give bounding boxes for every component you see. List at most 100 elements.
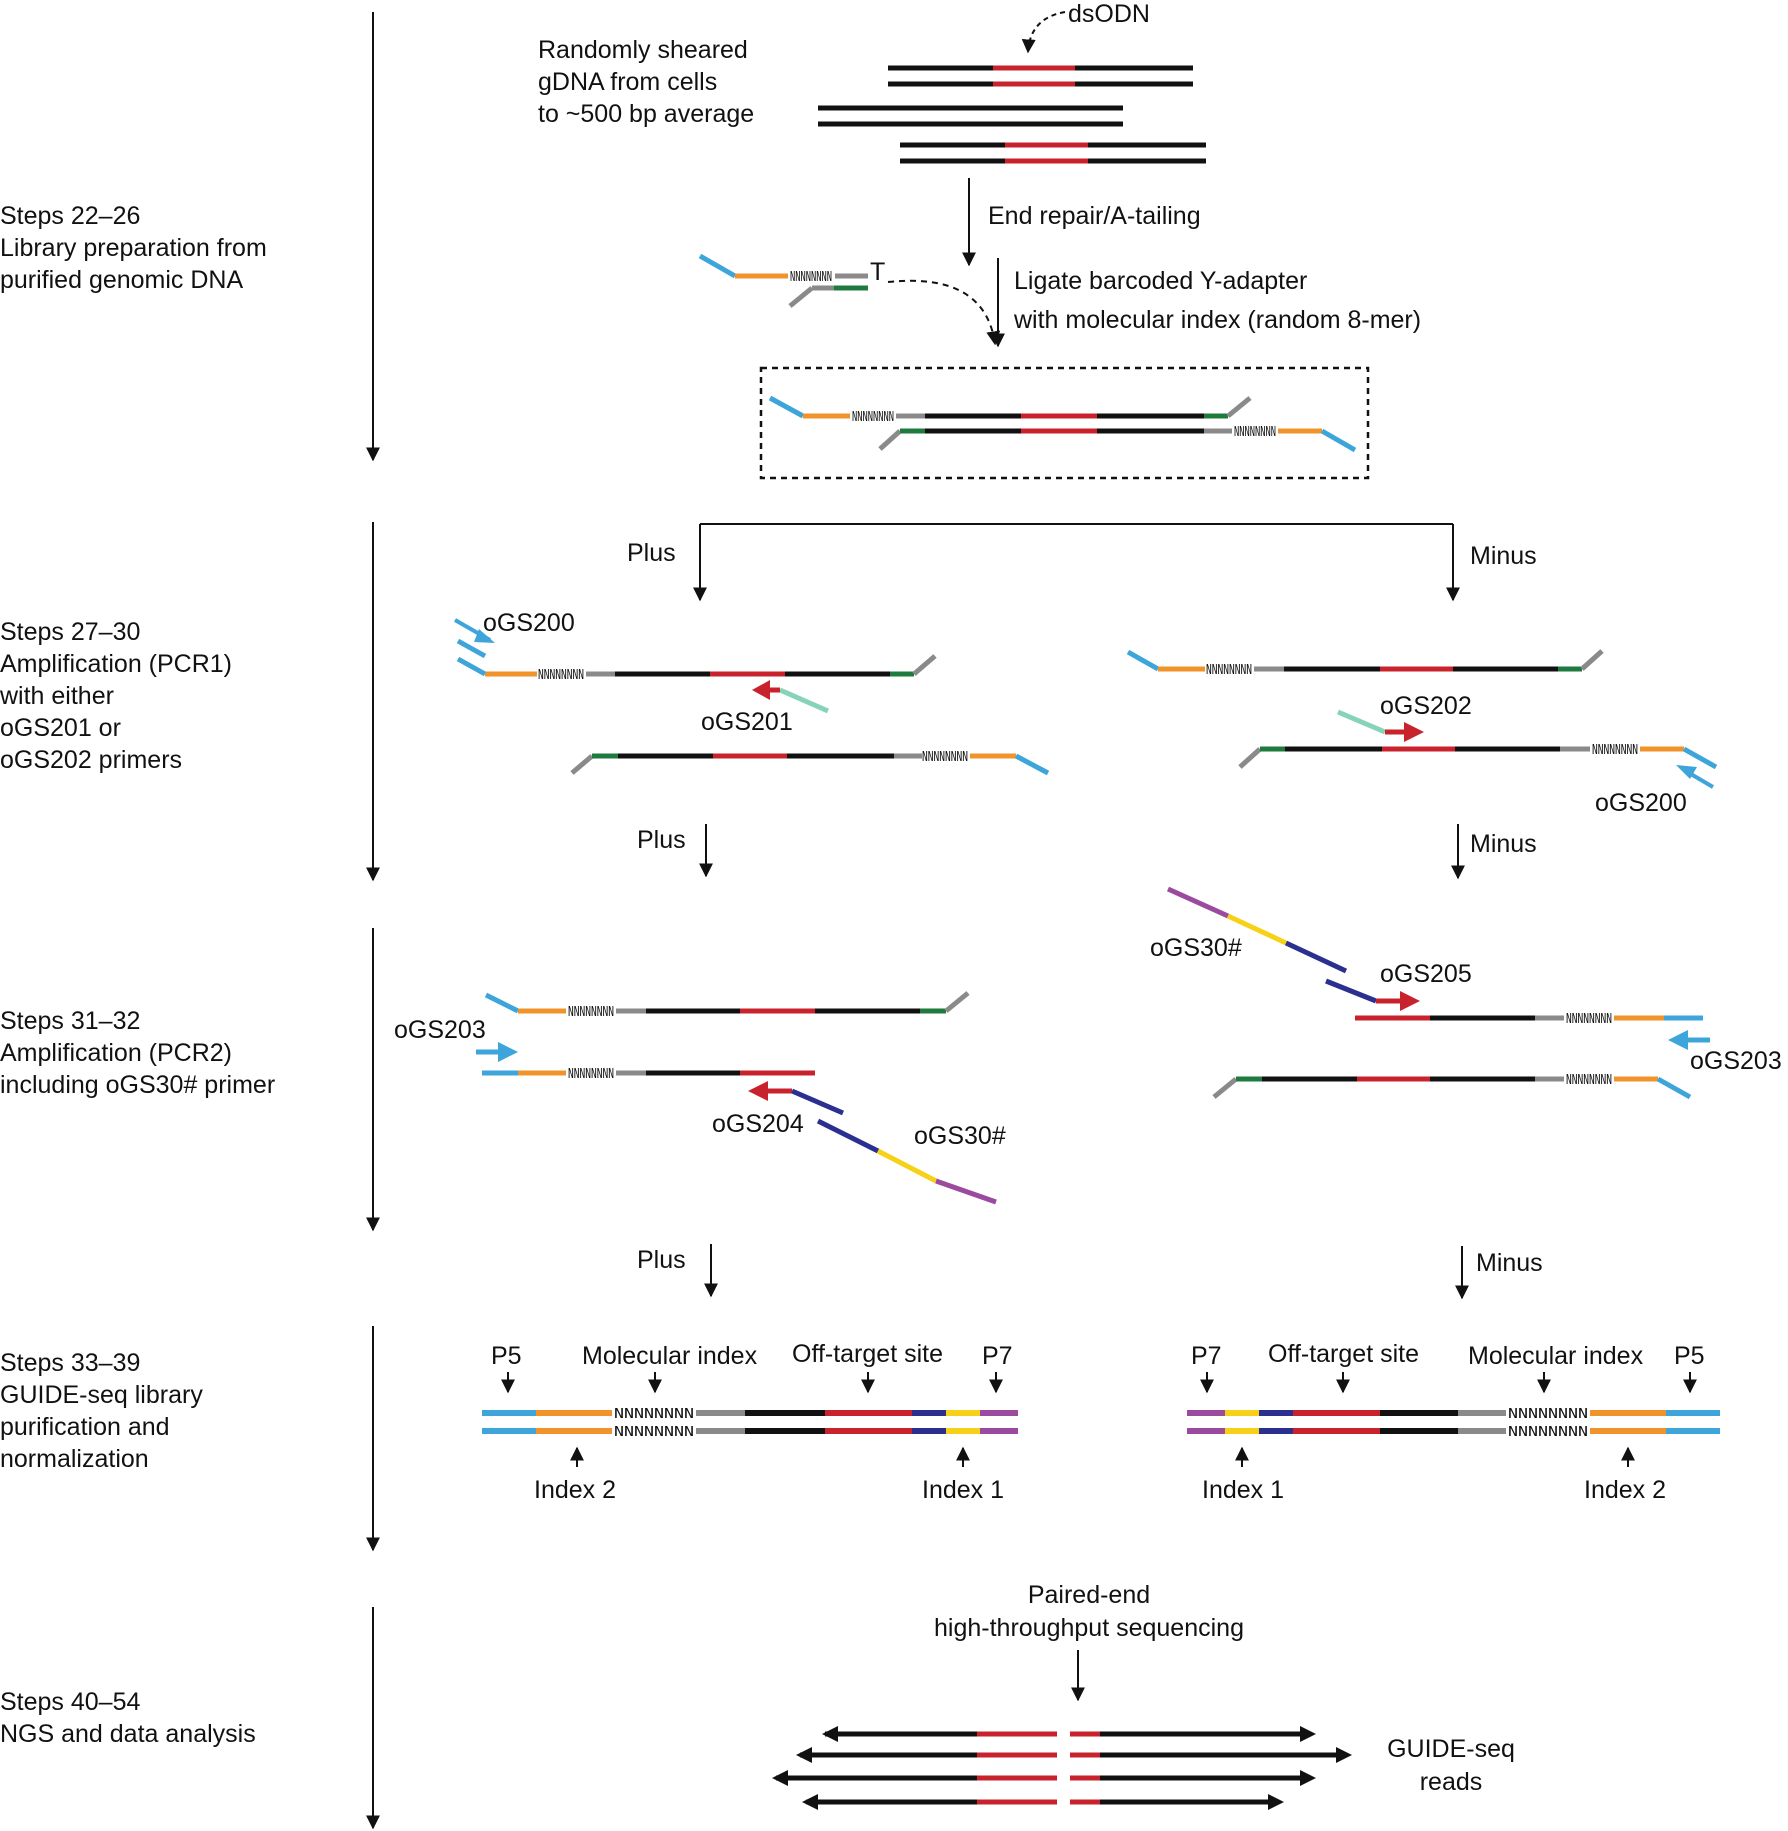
end-repair-label: End repair/A-tailing <box>988 202 1201 230</box>
step-1-desc-line-2: purified genomic DNA <box>0 266 243 294</box>
oGS203-label-plus: oGS203 <box>394 1016 486 1044</box>
step-3-desc-line-1: Amplification (PCR2) <box>0 1039 232 1067</box>
step-4-desc-line-1: GUIDE-seq library <box>0 1381 203 1409</box>
library-plus-index1-label: Index 1 <box>922 1476 1004 1504</box>
library-minus: P7 Off-target site Molecular index P5 NN… <box>1187 1340 1720 1504</box>
library-minus-index1-label: Index 1 <box>1202 1476 1284 1504</box>
adapter-umi: NNNNNNNN <box>790 270 832 285</box>
step-3-title: Steps 31–32 <box>0 1007 140 1035</box>
oGS30-minus-purple <box>1166 886 1230 919</box>
step-3-desc-line-2: including oGS30# primer <box>0 1071 275 1099</box>
library-plus-index2-label: Index 2 <box>534 1476 616 1504</box>
ligation-dashed-arrow <box>887 279 1001 346</box>
paired-end-reads <box>772 1726 1352 1810</box>
ligate-label-line-1: Ligate barcoded Y-adapter <box>1014 267 1307 295</box>
step-5-desc-line-1: NGS and data analysis <box>0 1720 256 1748</box>
library-minus-umi-bottom: NNNNNNNN <box>1508 1425 1588 1440</box>
library-plus-strand-top: NNNNNNNN <box>482 1407 1018 1422</box>
sheared-gdna-fragments <box>818 65 1206 164</box>
read-pair-2 <box>796 1747 1352 1763</box>
pcr1-plus: oGS200 NNNNNNNN oGS201 NNNNNNNN <box>454 609 1050 776</box>
split-minus-label: Minus <box>1470 542 1537 570</box>
library-plus-strand-bottom: NNNNNNNN <box>482 1425 1018 1440</box>
oGS201-tail <box>778 687 830 714</box>
oGS204-tail <box>791 1088 844 1116</box>
library-minus-off-target-label: Off-target site <box>1268 1340 1419 1368</box>
dsodn-label: dsODN <box>1068 0 1150 28</box>
t-overhang-label: T <box>870 258 885 286</box>
sheared-label-line-1: Randomly sheared <box>538 36 748 64</box>
oGS200-label-minus: oGS200 <box>1595 789 1687 817</box>
split-plus-label: Plus <box>627 539 676 567</box>
step-4-title: Steps 33–39 <box>0 1349 140 1377</box>
oGS30-minus-yellow <box>1226 913 1288 946</box>
library-plus-p7-label: P7 <box>982 1342 1013 1370</box>
library-minus-strand-top: NNNNNNNN <box>1187 1407 1720 1422</box>
library-plus-p5-label: P5 <box>491 1342 522 1370</box>
step-1-desc-line-1: Library preparation from <box>0 234 267 262</box>
library-minus-molecular-index-label: Molecular index <box>1468 1342 1644 1370</box>
plus-minus-split: Plus Minus <box>627 523 1537 602</box>
oGS30-minus-blue <box>1284 940 1348 974</box>
step-2-desc-line-4: oGS202 primers <box>0 746 182 774</box>
pcr2-minus-umi-top: NNNNNNNN <box>1566 1012 1612 1027</box>
pcr2-plus-umi-bottom: NNNNNNNN <box>568 1067 614 1082</box>
oGS205-tail <box>1325 978 1377 1004</box>
guide-seq-reads-label-line-2: reads <box>1420 1768 1483 1796</box>
oGS30-label-plus: oGS30# <box>914 1122 1006 1150</box>
read-pair-3 <box>772 1770 1316 1786</box>
pcr1-to-pcr2-arrows: Plus Minus <box>637 824 1537 880</box>
read-pair-1 <box>822 1726 1316 1742</box>
oGS30-plus-purple <box>935 1178 997 1205</box>
library-minus-index2-label: Index 2 <box>1584 1476 1666 1504</box>
step-5-title: Steps 40–54 <box>0 1688 140 1716</box>
oGS30-plus-yellow <box>876 1148 938 1184</box>
oGS30-label-minus: oGS30# <box>1150 934 1242 962</box>
oGS202-tail <box>1337 709 1386 735</box>
library-minus-label: Minus <box>1476 1249 1543 1277</box>
pcr2-minus-label: Minus <box>1470 830 1537 858</box>
prep-section: Randomly sheared gDNA from cells to ~500… <box>538 0 1421 480</box>
oGS202-label: oGS202 <box>1380 692 1472 720</box>
step-4-desc-line-3: normalization <box>0 1445 149 1473</box>
pcr2-plus-umi-top: NNNNNNNN <box>568 1005 614 1020</box>
pcr1-minus-umi-top: NNNNNNNN <box>1206 663 1252 678</box>
library-plus-off-target-label: Off-target site <box>792 1340 943 1368</box>
oGS205-label: oGS205 <box>1380 960 1472 988</box>
read-pair-4 <box>802 1794 1284 1810</box>
pcr1-plus-umi-top: NNNNNNNN <box>538 668 584 683</box>
ligated-umi-bottom: NNNNNNNN <box>1234 425 1276 440</box>
pcr1-plus-umi-bottom: NNNNNNNN <box>922 750 968 765</box>
library-plus: P5 Molecular index Off-target site P7 NN… <box>482 1340 1018 1504</box>
library-minus-strand-bottom: NNNNNNNN <box>1187 1425 1720 1440</box>
pcr1-minus-umi-bottom: NNNNNNNN <box>1592 743 1638 758</box>
pcr2-minus-umi-bottom: NNNNNNNN <box>1566 1073 1612 1088</box>
sequencing-section: Paired-end high-throughput sequencing <box>772 1581 1515 1810</box>
step-2-title: Steps 27–30 <box>0 618 140 646</box>
step-2-desc-line-3: oGS201 or <box>0 714 121 742</box>
oGS204-label: oGS204 <box>712 1110 804 1138</box>
ligated-product-box <box>759 366 1370 480</box>
library-minus-p5-label: P5 <box>1674 1342 1705 1370</box>
ligated-umi-top: NNNNNNNN <box>852 410 894 425</box>
pcr2-plus: NNNNNNNN oGS203 NNNNNNNN oGS204 oGS30# <box>394 991 1006 1205</box>
sequencing-title-line-2: high-throughput sequencing <box>934 1614 1244 1642</box>
oGS200-label-plus: oGS200 <box>483 609 575 637</box>
pcr2-to-library-arrows: Plus Minus <box>637 1244 1543 1300</box>
pcr2-minus: oGS30# oGS205 NNNNNNNN oGS203 NNNNNNNN <box>1150 886 1782 1100</box>
sheared-label-line-2: gDNA from cells <box>538 68 717 96</box>
ligated-product: NNNNNNNN NNNNNNNN <box>768 395 1357 453</box>
library-plus-umi-top: NNNNNNNN <box>614 1407 694 1422</box>
oGS203-label-minus: oGS203 <box>1690 1047 1782 1075</box>
pcr1-minus: NNNNNNNN oGS202 NNNNNNNN oGS200 <box>1126 649 1718 817</box>
guide-seq-reads-label-line-1: GUIDE-seq <box>1387 1735 1515 1763</box>
step-2-desc-line-1: Amplification (PCR1) <box>0 650 232 678</box>
step-4-desc-line-2: purification and <box>0 1413 170 1441</box>
library-plus-label: Plus <box>637 1246 686 1274</box>
sequencing-title-line-1: Paired-end <box>1028 1581 1150 1609</box>
library-plus-molecular-index-label: Molecular index <box>582 1342 758 1370</box>
step-1-title: Steps 22–26 <box>0 202 140 230</box>
library-minus-p7-label: P7 <box>1191 1342 1222 1370</box>
step-labels: Steps 22–26 Library preparation from pur… <box>0 202 275 1748</box>
